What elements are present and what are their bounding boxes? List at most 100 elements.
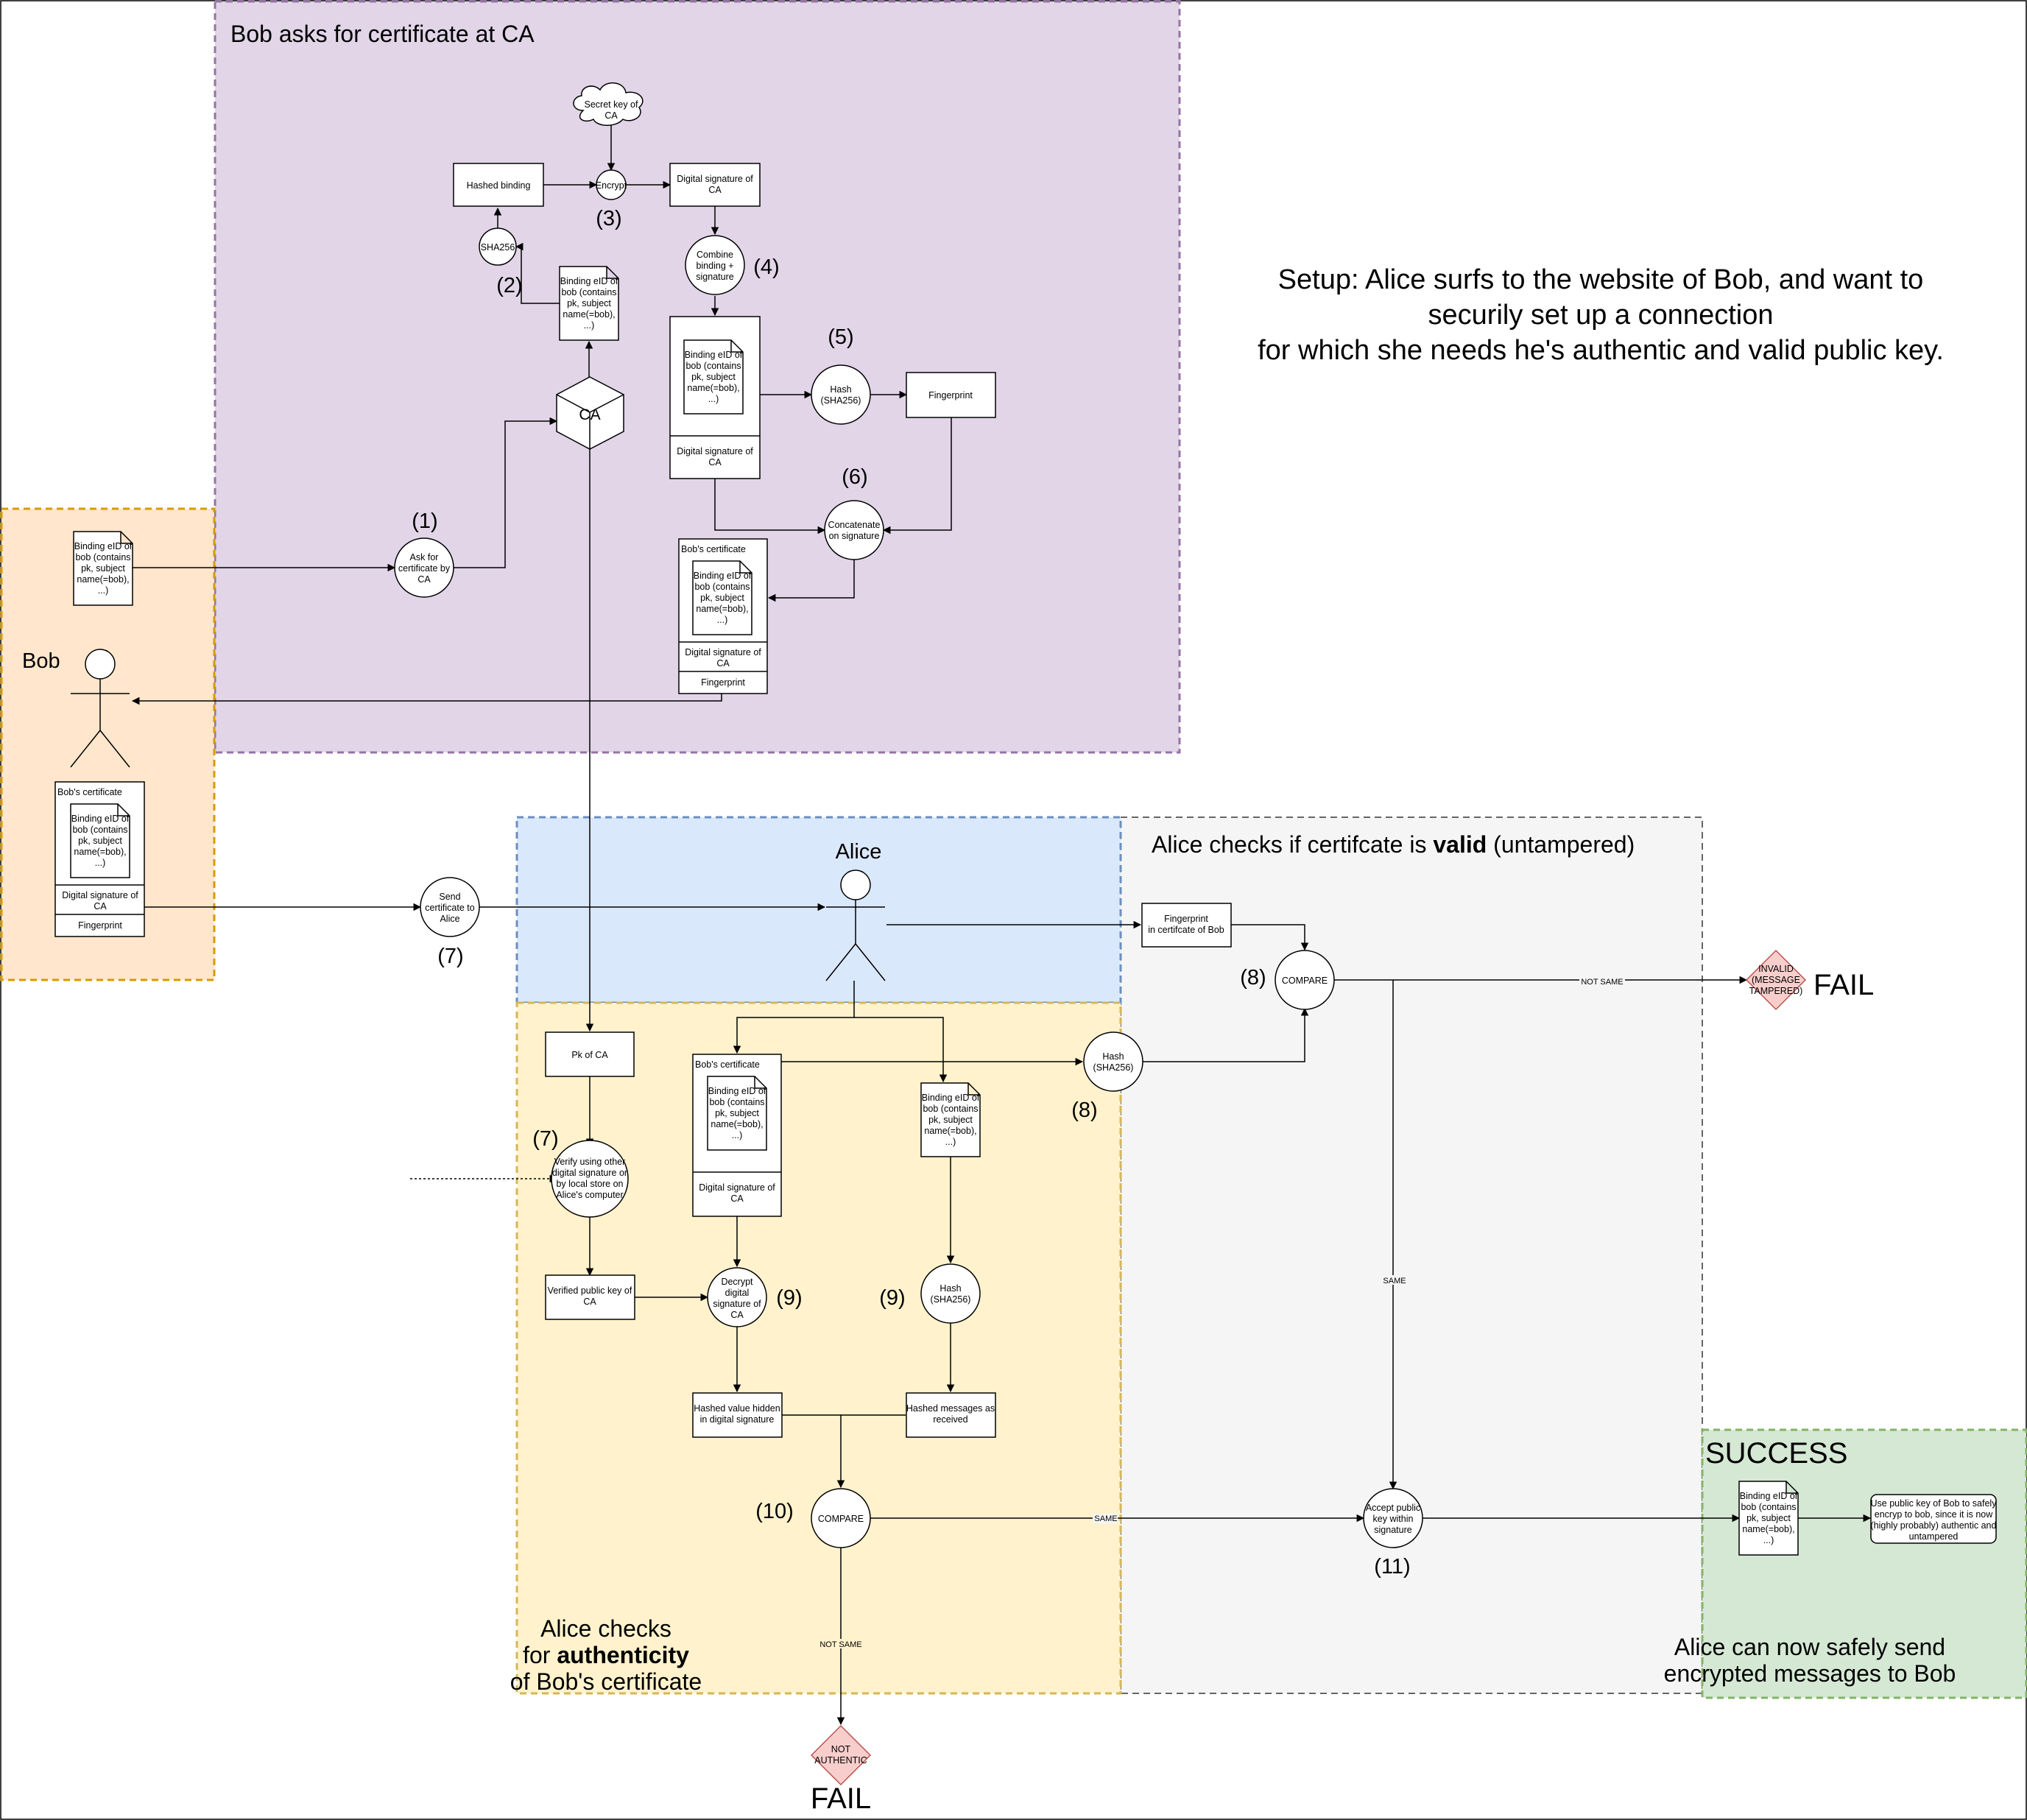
- binding-doc-ca-line: pk, subject: [567, 298, 611, 308]
- decrypt-label-1: Decrypt: [721, 1277, 753, 1287]
- binding-doc-cert-ca-line: bob (contains: [694, 582, 750, 592]
- binding-doc-bob-line: name(=bob),: [77, 574, 129, 585]
- verify-label-4: Alice's computer: [556, 1190, 623, 1200]
- cert-alice-title: Bob's certificate: [695, 1059, 760, 1070]
- setup-line1: Setup: Alice surfs to the website of Bob…: [1278, 264, 1924, 295]
- use-pk-label-4: untampered: [1909, 1531, 1959, 1542]
- verify-label-2: digital signature or: [552, 1168, 627, 1178]
- fail-label-not-authentic: FAIL: [811, 1782, 871, 1815]
- authenticity-title-line3: of Bob's certificate: [510, 1668, 702, 1695]
- compare-node-8: COMPARE: [1275, 950, 1335, 1010]
- cert-bob-sig-1: Digital signature of: [62, 890, 138, 900]
- binding-doc-cert-ca-line: ...): [717, 615, 728, 625]
- binding-doc-success-line: bob (contains: [1741, 1502, 1796, 1512]
- step-7-send: (7): [437, 945, 463, 968]
- validity-region-title: Alice checks if certifcate is valid (unt…: [1152, 831, 1635, 858]
- accept-label-1: Accept public: [1366, 1503, 1420, 1513]
- send-node: Send certificate to Alice: [420, 877, 480, 937]
- fingerprint-in-cert-box: Fingerprint in certifcate of Bob: [1141, 903, 1232, 948]
- binding-doc-cert-alice-line: name(=bob),: [711, 1119, 763, 1129]
- invalid-diamond: INVALID (MESSAGE TAMPERED): [1745, 949, 1807, 1011]
- compare10-label: COMPARE: [818, 1514, 864, 1524]
- ask-label-3: CA: [417, 574, 431, 585]
- binding-doc-cert-bob-line: Binding eID of: [71, 814, 130, 824]
- step-3: (3): [596, 207, 621, 230]
- hash-node-8: Hash (SHA256): [1083, 1031, 1143, 1092]
- binding-doc-success-line: pk, subject: [1746, 1513, 1791, 1523]
- hashed-received-label-2: received: [933, 1414, 967, 1425]
- hash9-label-2: (SHA256): [931, 1294, 971, 1305]
- edge-sigpart-to-concat: [714, 479, 826, 535]
- verify-label-1: Verify using other: [554, 1157, 626, 1167]
- ask-node: Ask for certificate by CA: [394, 537, 454, 598]
- sha256-node: SHA256: [479, 228, 517, 266]
- binding-doc-cert-bob-line: name(=bob),: [74, 847, 126, 857]
- hash8-label-1: Hash: [1102, 1051, 1124, 1062]
- binding-doc-combined-line: name(=bob),: [687, 383, 739, 393]
- binding-doc-ca-line: Binding eID of: [560, 276, 618, 286]
- accept-node: Accept public key within signature: [1363, 1488, 1423, 1548]
- pk-ca-label: Pk of CA: [571, 1050, 608, 1060]
- hashed-received-box: Hashed messages as received: [906, 1392, 996, 1438]
- ca-label: CA: [579, 406, 600, 423]
- edge-ask-to-ca: [454, 417, 558, 568]
- digital-signature-label-1: Digital signature of: [677, 174, 753, 184]
- pk-ca-box: Pk of CA: [545, 1031, 635, 1077]
- edge-label-same-8: SAME: [1383, 1277, 1406, 1285]
- binding-doc-cert-bob-line: pk, subject: [78, 836, 122, 846]
- use-pk-label-3: (highly probably) authentic and: [1871, 1520, 1997, 1531]
- binding-doc-alice-line: pk, subject: [928, 1115, 973, 1125]
- not-authentic-label-1: NOT: [831, 1744, 851, 1754]
- step-7-verify: (7): [532, 1127, 558, 1151]
- invalid-label-1: INVALID: [1758, 964, 1794, 974]
- binding-doc-ca-line: name(=bob),: [563, 309, 615, 320]
- ask-label-1: Ask for: [410, 552, 439, 562]
- success-title: SUCCESS: [1705, 1437, 1847, 1470]
- success-region: [1701, 1428, 2027, 1699]
- decrypt-label-4: CA: [730, 1310, 744, 1320]
- combine-node: Combine binding + signature: [685, 235, 745, 295]
- binding-doc-ca-line: ...): [584, 320, 595, 331]
- edge-alice-to-binding: [854, 1017, 948, 1083]
- edge-binding-to-sha: [515, 242, 560, 304]
- binding-doc-cert-ca-line: Binding eID of: [694, 571, 752, 581]
- step-8-hash: (8): [1071, 1098, 1097, 1122]
- binding-doc-cert-alice-line: Binding eID of: [708, 1086, 766, 1096]
- binding-doc-combined-line: bob (contains: [685, 361, 741, 371]
- decrypt-label-2: digital: [725, 1288, 750, 1298]
- step-9-decrypt: (9): [776, 1286, 802, 1310]
- alice-actor: [825, 870, 886, 981]
- fingerprint-label: Fingerprint: [928, 390, 973, 401]
- combine-label-1: Combine: [697, 250, 733, 260]
- hash5-label-2: (SHA256): [821, 395, 861, 406]
- alice-label: Alice: [836, 840, 882, 864]
- step-6: (6): [842, 465, 867, 489]
- cert-ca-sig-2: CA: [716, 658, 730, 669]
- binding-doc-combined-line: pk, subject: [691, 372, 736, 382]
- encrypt-node: Encrypt: [596, 169, 627, 200]
- edge-cert-to-bob: [131, 694, 722, 705]
- secret-key-label-1: Secret key of: [585, 99, 638, 110]
- combine-label-3: signature: [696, 272, 733, 282]
- binding-doc-alice-line: name(=bob),: [924, 1126, 976, 1136]
- binding-doc-combined-line: Binding eID of: [685, 350, 743, 360]
- use-public-key-box: Use public key of Bob to safely encryp t…: [1870, 1494, 1997, 1544]
- ask-label-2: certificate by: [398, 563, 451, 574]
- digital-signature-label-2: CA: [708, 185, 722, 195]
- accept-label-2: key within: [1373, 1514, 1414, 1524]
- binding-doc-bob-line: ...): [98, 585, 109, 596]
- step-11: (11): [1374, 1555, 1410, 1579]
- cert-bob-fingerprint: Fingerprint: [78, 920, 122, 931]
- binding-doc-cert-ca-line: name(=bob),: [696, 604, 748, 614]
- binding-doc-bob-line: bob (contains: [75, 552, 130, 562]
- edge-concat-to-cert: [767, 560, 855, 602]
- cert-alice-sig-1: Digital signature of: [699, 1182, 775, 1193]
- digital-signature-box: Digital signature of CA: [669, 163, 761, 207]
- edge-label-not-same-8: NOT SAME: [1581, 978, 1623, 987]
- invalid-label-3: TAMPERED): [1749, 986, 1803, 996]
- step-10: (10): [755, 1500, 794, 1523]
